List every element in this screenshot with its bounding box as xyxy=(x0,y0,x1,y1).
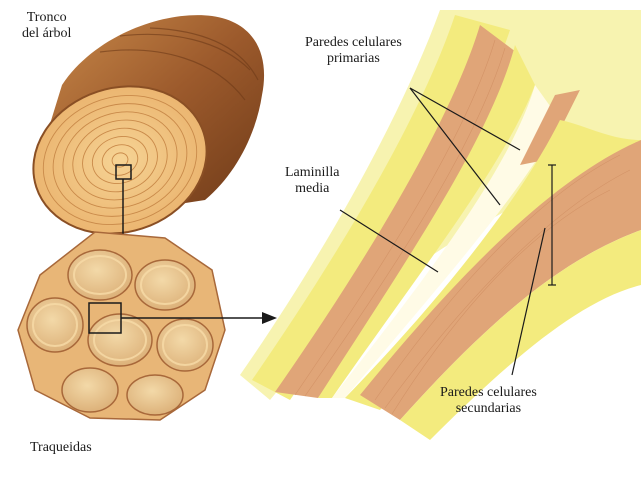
middle-lamella-label: Laminilla media xyxy=(285,165,339,197)
trunk-label-line1: Tronco xyxy=(22,10,71,26)
primary-walls-label-line1: Paredes celulares xyxy=(305,35,402,51)
middle-lamella-label-line1: Laminilla xyxy=(285,165,339,181)
middle-lamella-label-line2: media xyxy=(285,181,339,197)
trunk-label-line2: del árbol xyxy=(22,26,71,42)
cell-wall-layers xyxy=(240,10,641,440)
tree-trunk xyxy=(14,15,264,256)
secondary-walls-label-line2: secundarias xyxy=(440,401,537,417)
secondary-walls-label-line1: Paredes celulares xyxy=(440,385,537,401)
primary-walls-label: Paredes celulares primarias xyxy=(305,35,402,67)
secondary-walls-label: Paredes celulares secundarias xyxy=(440,385,537,417)
primary-walls-label-line2: primarias xyxy=(305,51,402,67)
trunk-label: Tronco del árbol xyxy=(22,10,71,42)
tracheids-block xyxy=(18,232,225,420)
tracheids-label: Traqueidas xyxy=(30,440,92,456)
tracheids-label-text: Traqueidas xyxy=(30,440,92,456)
